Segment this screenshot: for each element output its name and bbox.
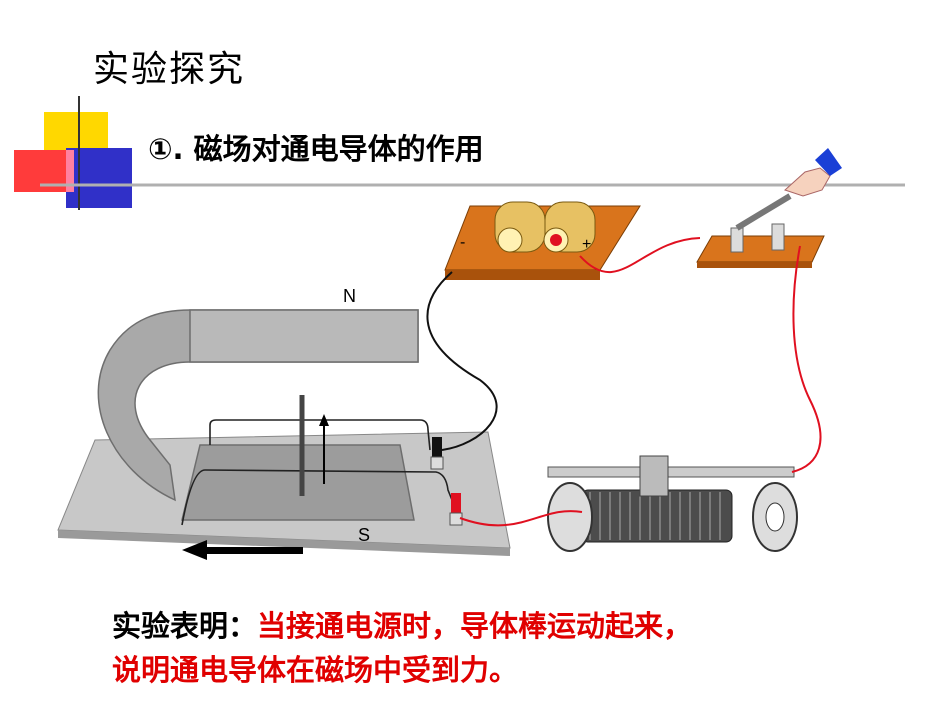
rail-lower [181,469,453,526]
terminal-black [432,437,442,457]
terminal-red [451,493,461,513]
section-subtitle: ①. 磁场对通电导体的作用 [148,132,484,166]
motion-arrow [205,547,303,554]
wire-red-switch-rheostat [791,245,822,473]
conclusion-line1: 当接通电源时，导体棒运动起来， [257,609,693,643]
hand-icon [784,167,831,197]
north-pole-label: N [343,286,356,306]
switch-post-right [771,223,785,251]
switch-blade [735,193,792,231]
page-title: 实验探究 [93,49,246,90]
switch-post-left [730,227,744,253]
rheostat-rail [547,466,795,478]
wire-red-battery-switch [579,237,701,274]
battery-minus-label: - [460,234,466,251]
rail-upper [209,419,431,451]
conclusion-line2: 说明通电导体在磁场中受到力。 [112,653,519,687]
conclusion-text: 实验表明：当接通电源时，导体棒运动起来， 说明通电导体在磁场中受到力。 [112,604,692,692]
rheostat-end-left [547,482,593,552]
wire-red-rheostat-rail [459,510,583,527]
sleeve-icon [815,148,842,176]
current-arrowhead [319,414,329,426]
rheostat-slider [639,455,669,497]
deco-blue-block [66,148,132,208]
battery-plus-label: + [582,236,592,253]
deco-pink-overlap [66,150,74,192]
switch-board [696,235,825,263]
south-pole-label: S [358,525,371,545]
magnet-south-pole [181,444,415,521]
motion-arrowhead [182,540,207,560]
magnet-north-pole [189,309,419,363]
wire-black [426,271,498,451]
conclusion-label: 实验表明： [112,609,258,643]
